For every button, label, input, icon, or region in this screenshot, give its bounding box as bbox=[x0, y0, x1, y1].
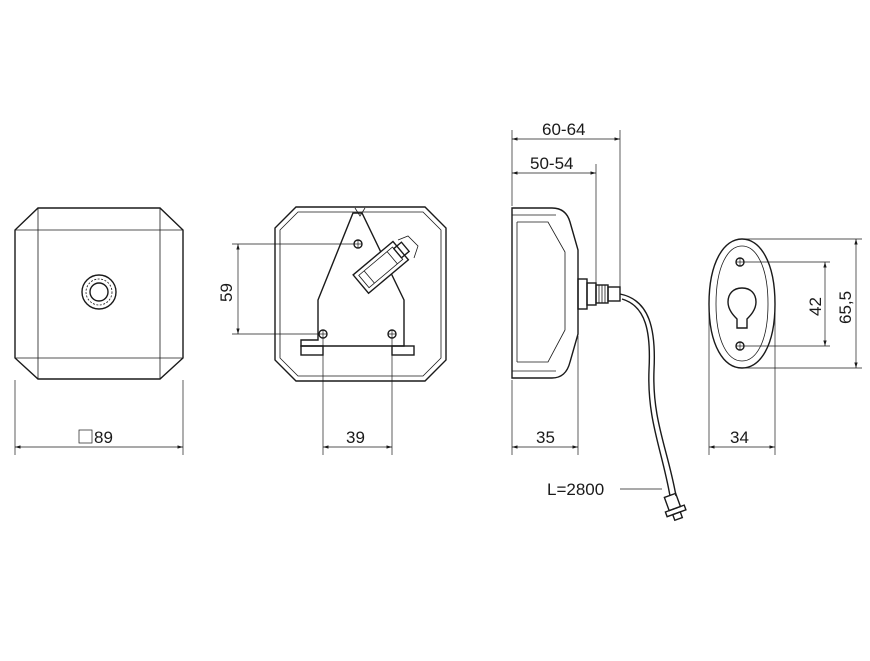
mounting-plate bbox=[300, 212, 405, 347]
square-symbol-icon bbox=[78, 429, 93, 444]
bracket-height-label: 65,5 bbox=[836, 291, 855, 324]
keyhole-slot-icon bbox=[727, 287, 757, 329]
front-lens-icon bbox=[81, 274, 117, 310]
cable-length-label: L=2800 bbox=[547, 480, 604, 499]
back-view: 59 39 bbox=[217, 206, 447, 455]
back-housing-outline bbox=[274, 206, 447, 382]
bracket-outline bbox=[708, 238, 776, 369]
back-hole-spacing-label: 39 bbox=[346, 428, 365, 447]
side-view: L=2800 60-64 50-54 35 bbox=[511, 120, 687, 522]
cable bbox=[619, 293, 677, 497]
bracket-view: 42 65,5 34 bbox=[708, 238, 862, 455]
connector-block-icon bbox=[352, 240, 411, 295]
cable-connector-icon bbox=[663, 492, 687, 522]
front-housing-outline bbox=[14, 207, 184, 380]
bracket-hole-spacing-label: 42 bbox=[806, 297, 825, 316]
side-overall-depth-label: 60-64 bbox=[542, 120, 585, 139]
side-body-depth-label: 35 bbox=[536, 428, 555, 447]
front-view: 89 bbox=[14, 207, 184, 455]
back-height-label: 59 bbox=[217, 283, 236, 302]
front-size-label: 89 bbox=[94, 428, 113, 447]
side-housing-outline bbox=[511, 207, 579, 379]
side-thread-depth-label: 50-54 bbox=[530, 154, 573, 173]
bracket-width-label: 34 bbox=[730, 428, 749, 447]
cable-gland-icon bbox=[577, 278, 621, 310]
